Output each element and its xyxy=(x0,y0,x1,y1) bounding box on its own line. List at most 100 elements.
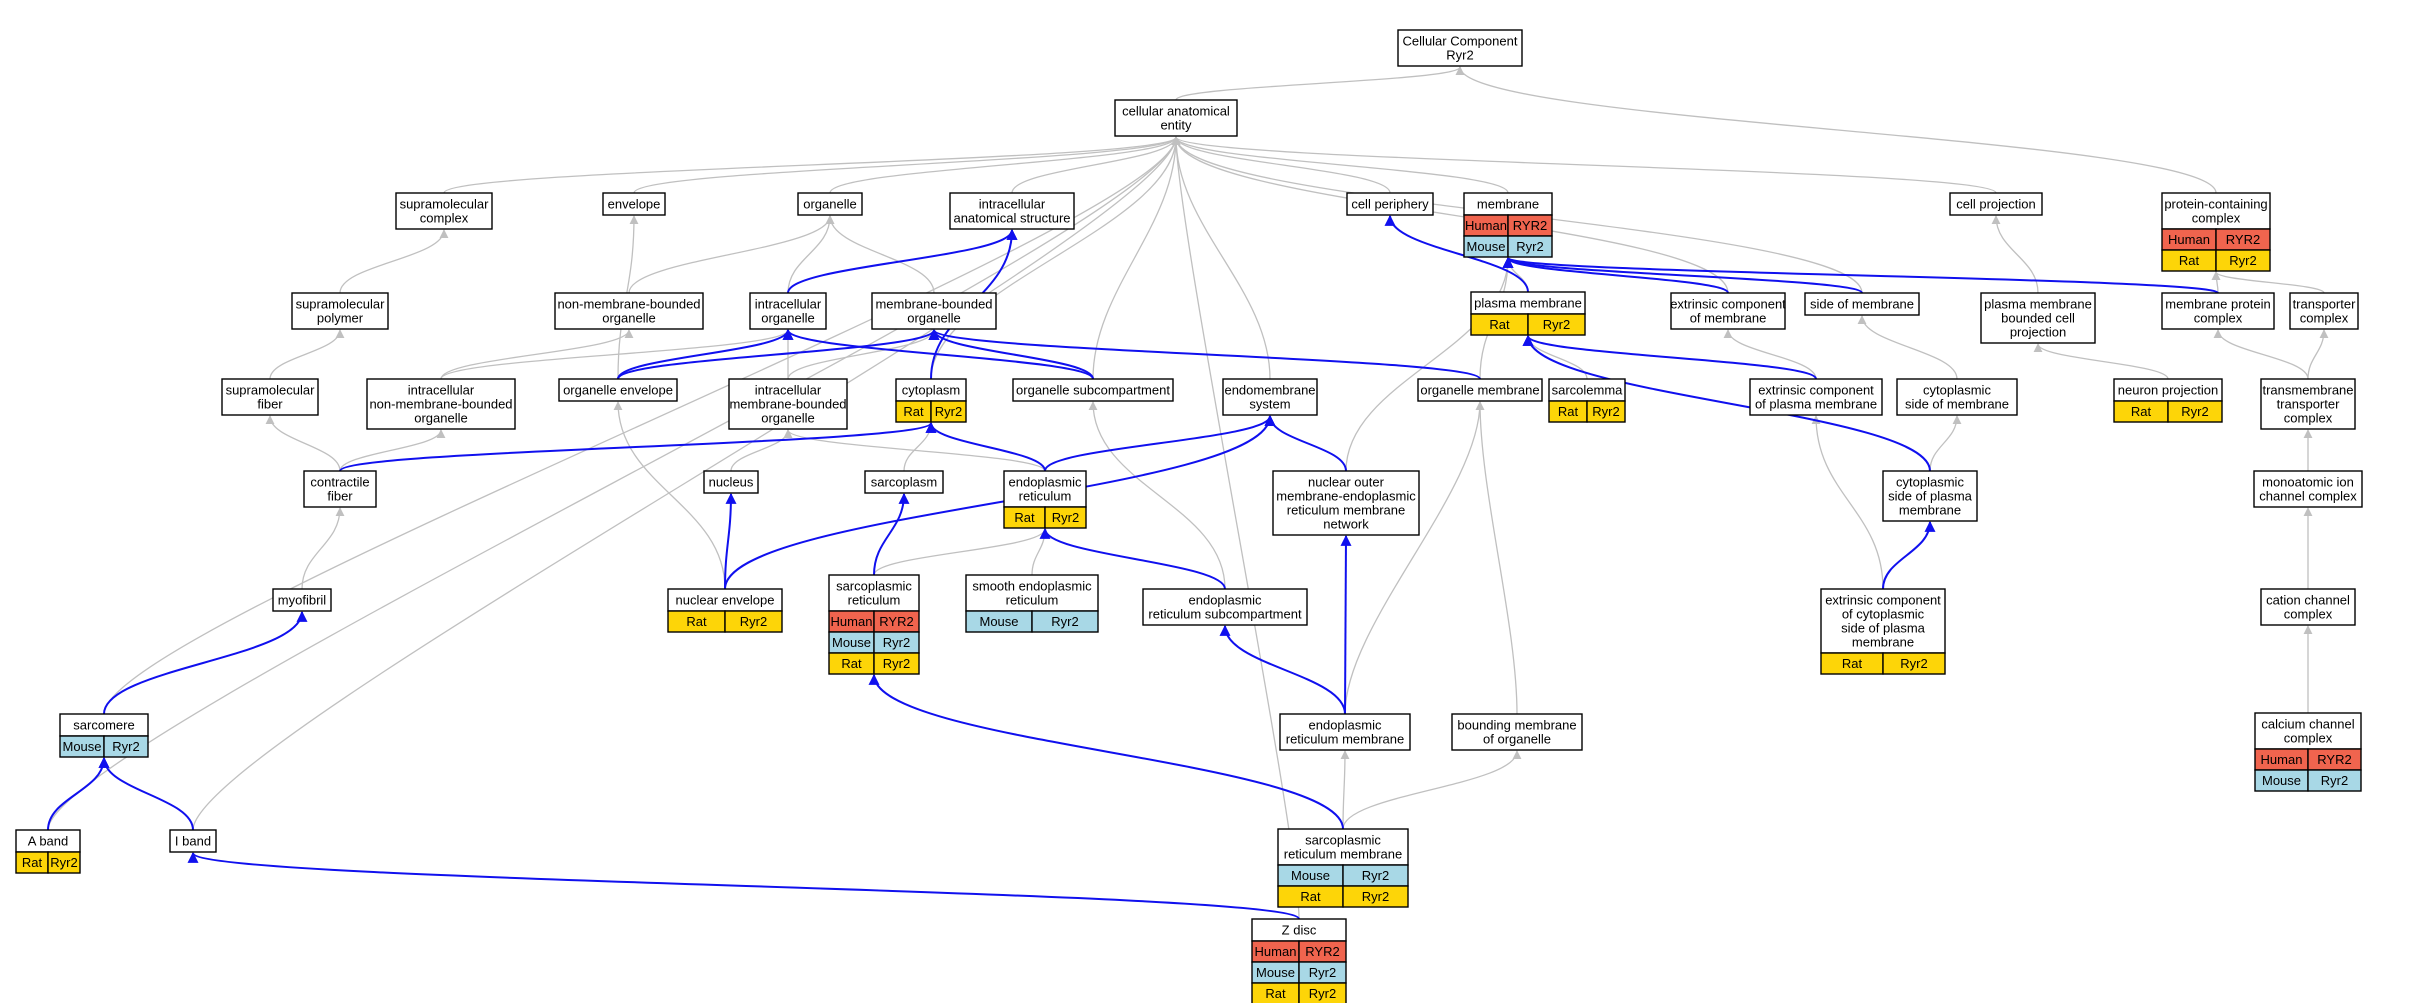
node-label: of cytoplasmic xyxy=(1842,607,1925,622)
node-box xyxy=(1279,713,1411,751)
node-label: supramolecular xyxy=(226,383,316,398)
node-cellperiph[interactable]: cell periphery xyxy=(1346,192,1434,216)
species-label: Human xyxy=(2261,752,2303,767)
node-organelle[interactable]: organelle xyxy=(797,192,863,216)
node-box xyxy=(1980,292,2096,344)
node-label: reticulum xyxy=(1006,593,1059,608)
node-box xyxy=(291,292,389,330)
node-box xyxy=(169,829,217,853)
node-sidemem[interactable]: side of membrane xyxy=(1804,292,1920,316)
edge-ias-to-cae xyxy=(1011,136,1181,194)
node-nomernet[interactable]: nuclear outermembrane-endoplasmicreticul… xyxy=(1272,470,1420,536)
edge-suppolymer-to-supcomplex xyxy=(339,229,449,294)
node-label: reticulum subcompartment xyxy=(1148,607,1302,622)
node-box xyxy=(1114,99,1238,137)
node-label: endoplasmic xyxy=(1009,475,1082,490)
edge-tmtc-to-mpc xyxy=(2213,329,2309,380)
node-nucleus[interactable]: nucleus xyxy=(703,470,759,494)
node-sarcoplasm[interactable]: sarcoplasm xyxy=(864,470,944,494)
edge-supcomplex-to-cae xyxy=(443,136,1181,194)
edge-nucleus-to-imbo xyxy=(730,429,793,472)
gene-label: Ryr2 xyxy=(740,614,767,629)
node-orgsub[interactable]: organelle subcompartment xyxy=(1012,378,1174,402)
node-label: reticulum membrane xyxy=(1284,847,1403,862)
edge-zdisc-to-iband xyxy=(187,851,1300,920)
node-box xyxy=(395,192,493,230)
node-label: side of plasma xyxy=(1888,489,1973,504)
edge-nmbo-to-organelle xyxy=(628,215,835,294)
edge-intorg-to-organelle xyxy=(787,215,835,294)
edge-contractile-to-cytoplasm xyxy=(339,421,937,472)
node-box xyxy=(965,574,1099,612)
node-myofibril[interactable]: myofibril xyxy=(272,588,332,612)
node-orgmem[interactable]: organelle membrane xyxy=(1417,378,1543,402)
node-label: extrinsic component xyxy=(1670,297,1786,312)
node-label: complex xyxy=(420,211,469,226)
species-label: Rat xyxy=(686,614,707,629)
gene-label: Ryr2 xyxy=(2181,404,2208,419)
node-box xyxy=(272,588,332,612)
node-label: intracellular xyxy=(755,297,822,312)
node-inmbo[interactable]: intracellularnon-membrane-boundedorganel… xyxy=(366,378,516,430)
node-label: extrinsic component xyxy=(1825,593,1941,608)
node-box xyxy=(1417,378,1543,402)
node-box xyxy=(2253,470,2363,508)
node-cellproj[interactable]: cell projection xyxy=(1949,192,2043,216)
node-envelope[interactable]: envelope xyxy=(602,192,666,216)
species-label: Rat xyxy=(841,656,862,671)
gene-label: RYR2 xyxy=(1305,944,1339,959)
edge-sidemem-to-membrane xyxy=(1502,256,1863,294)
node-label: intracellular xyxy=(408,383,475,398)
edge-intorg-to-ias xyxy=(787,228,1018,294)
node-box xyxy=(1272,470,1420,536)
node-iband[interactable]: I band xyxy=(169,829,217,853)
node-label: A band xyxy=(28,834,69,849)
gene-label: Ryr2 xyxy=(1051,614,1078,629)
node-label: system xyxy=(1249,397,1290,412)
node-orgenv[interactable]: organelle envelope xyxy=(558,378,678,402)
node-label: projection xyxy=(2010,325,2066,340)
node-box xyxy=(2161,292,2275,330)
